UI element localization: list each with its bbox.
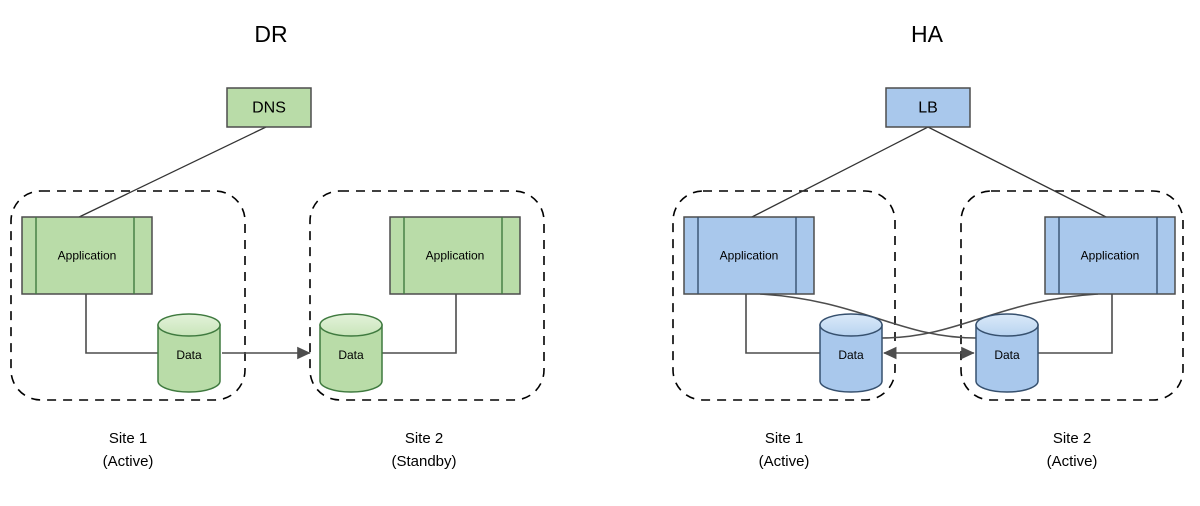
ha-lb-node[interactable]: LB	[885, 87, 971, 128]
database-cylinder-icon	[975, 313, 1039, 337]
dr-site2-application-label: Application	[426, 249, 485, 263]
dr-edge-data2-to-app2	[382, 294, 457, 354]
dr-edge-app1-to-data1	[85, 294, 160, 354]
component-box-icon	[389, 216, 521, 295]
ha-panel: HA Application	[672, 21, 1184, 470]
ha-site2-data-node[interactable]: Data	[975, 313, 1039, 393]
ha-site1-name: Site 1	[765, 430, 803, 447]
dr-site1-name: Site 1	[109, 430, 147, 447]
dr-panel-title: DR	[254, 21, 287, 47]
ha-edge-app2-to-data2	[1038, 294, 1113, 354]
ha-site1-application-node[interactable]: Application	[683, 216, 815, 295]
database-cylinder-body	[819, 324, 883, 393]
ha-site2-name: Site 2	[1053, 430, 1091, 447]
ha-site1-data-node[interactable]: Data	[819, 313, 883, 393]
dr-site2-application-node[interactable]: Application	[389, 216, 521, 295]
dns-box-icon	[226, 87, 312, 128]
ha-site2-application-node[interactable]: Application	[1044, 216, 1176, 295]
ha-site1-boundary	[672, 190, 896, 401]
ha-edge-lb-to-app1	[747, 126, 929, 220]
database-cylinder-body	[319, 324, 383, 393]
component-box-icon	[683, 216, 815, 295]
dr-site2-data-label: Data	[338, 348, 364, 362]
ha-site2-state: (Active)	[1047, 453, 1098, 470]
ha-site2-data-label: Data	[994, 348, 1020, 362]
dr-site1-data-node[interactable]: Data	[157, 313, 221, 393]
database-cylinder-icon	[319, 313, 383, 337]
load-balancer-box-icon	[885, 87, 971, 128]
ha-lb-label: LB	[918, 100, 938, 117]
dr-edge-dns-to-app1	[74, 126, 267, 220]
dr-dns-node[interactable]: DNS	[226, 87, 312, 128]
ha-site1-application-label: Application	[720, 249, 779, 263]
dr-site2-data-node[interactable]: Data	[319, 313, 383, 393]
component-box-icon	[1044, 216, 1176, 295]
dr-panel: DR DNS Application	[10, 21, 545, 470]
database-cylinder-body	[157, 324, 221, 393]
database-cylinder-icon	[819, 313, 883, 337]
dr-site2-state: (Standby)	[391, 453, 456, 470]
dr-site1-data-label: Data	[176, 348, 202, 362]
dr-site1-boundary	[10, 190, 246, 401]
ha-site2-boundary	[960, 190, 1184, 401]
dr-site2-name: Site 2	[405, 430, 443, 447]
dr-site1-state: (Active)	[103, 453, 154, 470]
database-cylinder-body	[975, 324, 1039, 393]
ha-site1-state: (Active)	[759, 453, 810, 470]
ha-site2-application-label: Application	[1081, 249, 1140, 263]
dr-site1-application-node[interactable]: Application	[21, 216, 153, 295]
ha-edge-app1-to-data1	[745, 294, 820, 354]
ha-site1-data-label: Data	[838, 348, 864, 362]
ha-panel-title: HA	[911, 21, 944, 47]
component-box-icon	[21, 216, 153, 295]
dr-site2-boundary	[309, 190, 545, 401]
dr-site1-application-label: Application	[58, 249, 117, 263]
dr-dns-label: DNS	[252, 100, 286, 117]
database-cylinder-icon	[157, 313, 221, 337]
ha-edge-lb-to-app2	[927, 126, 1111, 220]
